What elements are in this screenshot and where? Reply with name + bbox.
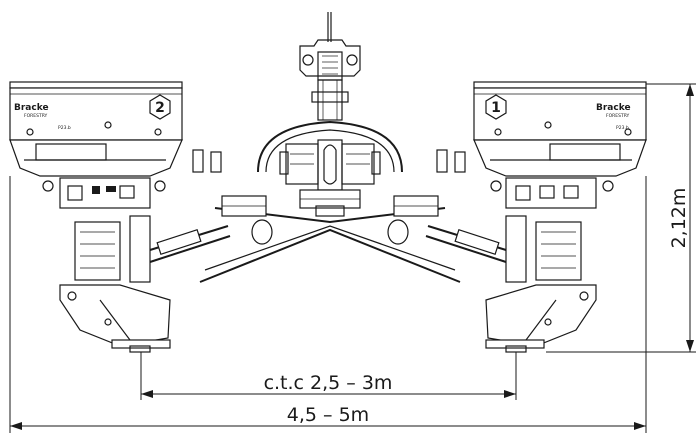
unit-number: 1: [491, 100, 501, 116]
brand-logo: Bracke: [14, 103, 49, 113]
height-label: 2,12m: [668, 188, 690, 249]
right-aggregate: 1 Bracke FORESTRY P23.b: [425, 81, 647, 353]
brand-sub: FORESTRY: [606, 113, 630, 119]
unit-number: 2: [155, 100, 165, 116]
dimension-height: 2,12m: [546, 83, 696, 353]
unit-number-badge: [485, 94, 507, 120]
ctc-label: c.t.c 2,5 – 3m: [264, 372, 393, 394]
center-frame: [192, 12, 466, 283]
width-label: 4,5 – 5m: [287, 404, 369, 426]
left-aggregate: 2 Bracke FORESTRY P23.b: [9, 81, 231, 353]
dimension-width: 4,5 – 5m: [9, 176, 647, 433]
model-plate: P23.b: [616, 125, 629, 131]
dimension-ctc: c.t.c 2,5 – 3m: [140, 352, 517, 400]
brand-logo: Bracke: [596, 103, 631, 113]
unit-number-badge: [149, 94, 171, 120]
model-plate: P23.b: [58, 125, 71, 131]
brand-sub: FORESTRY: [24, 113, 48, 119]
